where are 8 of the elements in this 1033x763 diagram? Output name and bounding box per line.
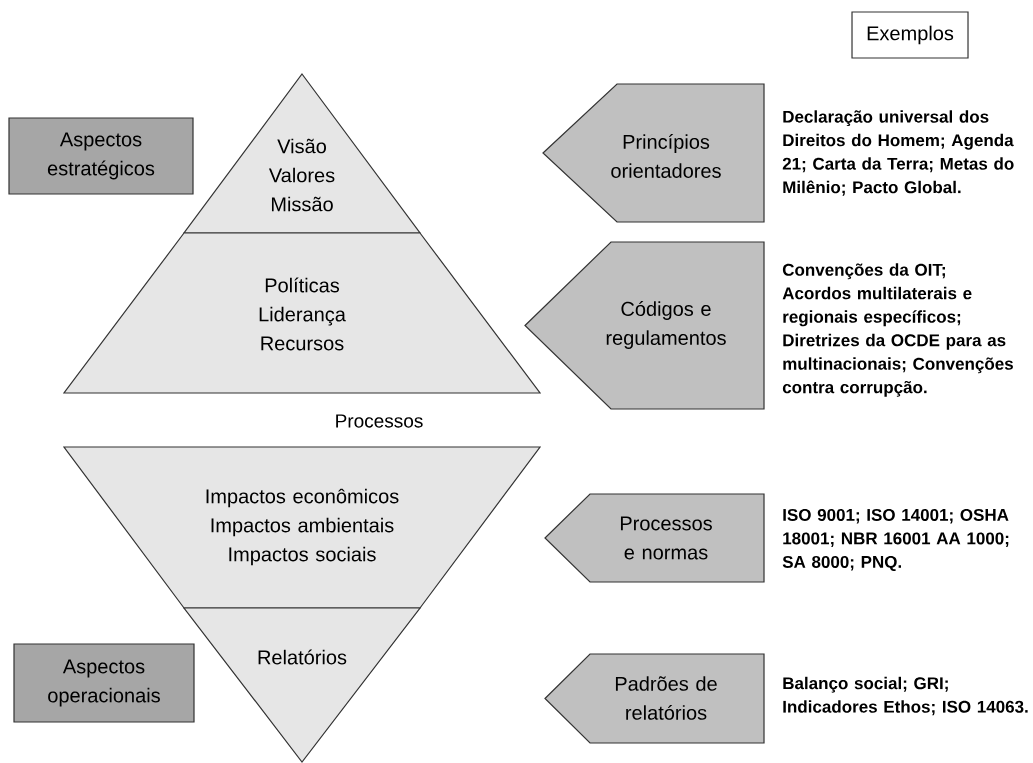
category-box: Aspectos operacionais	[13, 643, 195, 723]
section-label: Processos	[336, 414, 423, 428]
example-text: Declaração universal dos Direitos do Homem; Agenda 21; Carta da Terra; Metas do Milênio; Pacto Global.	[782, 110, 1014, 196]
category-box: Aspectos estratégicos	[8, 117, 194, 195]
label-box: Exemplos	[851, 11, 969, 59]
example-text: Convenções da OIT; Acordos multilaterais e regionais específicos; Diretrizes da OCDE para as multinacionais; Convenções contra corrupção.	[782, 263, 1013, 397]
example-text: Balanço social; GRI; Indicadores Ethos; ISO 14063.	[783, 676, 1028, 716]
example-text: ISO 9001; ISO 14001; OSHA 18001; NBR 16001 AA 1000; SA 8000; PNQ.	[782, 508, 1009, 572]
